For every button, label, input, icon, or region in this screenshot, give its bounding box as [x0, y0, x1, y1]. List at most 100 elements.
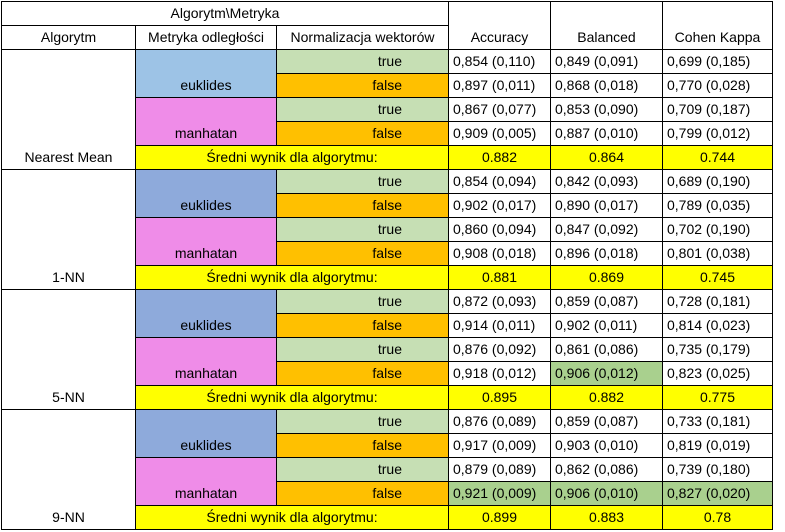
results-table: Algorytm\Metryka Accuracy Balanced Cohen…	[1, 1, 773, 530]
normalization-cell: false	[276, 361, 449, 386]
value-cell-bal: 0,853 (0,090)	[550, 97, 663, 122]
normalization-cell: false	[276, 433, 449, 458]
metric-name-cell: manhatan	[135, 337, 277, 386]
value-cell-bal: 0,906 (0,012)	[550, 361, 663, 386]
average-label-cell: Średni wynik dla algorytmu:	[135, 385, 449, 410]
value-cell-acc: 0,867 (0,077)	[448, 97, 551, 122]
algorithm-name-cell: Nearest Mean	[1, 49, 136, 170]
value-cell-bal: 0,859 (0,087)	[550, 289, 663, 314]
metric-name-cell: manhatan	[135, 457, 277, 506]
value-cell-bal: 0,906 (0,010)	[550, 481, 663, 506]
normalization-cell: false	[276, 241, 449, 266]
value-cell-acc: 0,914 (0,011)	[448, 313, 551, 338]
value-cell-bal: 0,887 (0,010)	[550, 121, 663, 146]
header-metric: Metryka odległości	[135, 25, 277, 50]
results-table-body: Algorytm\Metryka Accuracy Balanced Cohen…	[1, 1, 773, 530]
normalization-cell: true	[276, 337, 449, 362]
average-value-kap: 0.775	[662, 385, 773, 410]
normalization-cell: true	[276, 217, 449, 242]
value-cell-bal: 0,862 (0,086)	[550, 457, 663, 482]
header-normalization: Normalizacja wektorów	[276, 25, 449, 50]
value-cell-acc: 0,860 (0,094)	[448, 217, 551, 242]
algorithm-name-cell: 1-NN	[1, 169, 136, 290]
average-value-acc: 0.881	[448, 265, 551, 290]
value-cell-kap: 0,823 (0,025)	[662, 361, 773, 386]
value-cell-acc: 0,876 (0,089)	[448, 409, 551, 434]
value-cell-acc: 0,921 (0,009)	[448, 481, 551, 506]
normalization-cell: true	[276, 97, 449, 122]
average-label-cell: Średni wynik dla algorytmu:	[135, 265, 449, 290]
normalization-cell: false	[276, 313, 449, 338]
value-cell-bal: 0,859 (0,087)	[550, 409, 663, 434]
average-value-acc: 0.899	[448, 505, 551, 530]
normalization-cell: false	[276, 121, 449, 146]
header-row-1: Algorytm\Metryka Accuracy Balanced Cohen…	[1, 1, 773, 50]
average-value-kap: 0.745	[662, 265, 773, 290]
value-cell-acc: 0,879 (0,089)	[448, 457, 551, 482]
value-cell-kap: 0,814 (0,023)	[662, 313, 773, 338]
average-value-acc: 0.895	[448, 385, 551, 410]
value-cell-kap: 0,728 (0,181)	[662, 289, 773, 314]
value-cell-kap: 0,819 (0,019)	[662, 433, 773, 458]
value-cell-kap: 0,770 (0,028)	[662, 73, 773, 98]
normalization-cell: true	[276, 289, 449, 314]
average-label-cell: Średni wynik dla algorytmu:	[135, 145, 449, 170]
value-cell-kap: 0,699 (0,185)	[662, 49, 773, 74]
value-cell-kap: 0,789 (0,035)	[662, 193, 773, 218]
metric-name-cell: euklides	[135, 409, 277, 458]
value-cell-acc: 0,917 (0,009)	[448, 433, 551, 458]
value-cell-bal: 0,890 (0,017)	[550, 193, 663, 218]
algorithm-name-cell: 5-NN	[1, 289, 136, 410]
value-cell-kap: 0,801 (0,038)	[662, 241, 773, 266]
header-accuracy: Accuracy	[448, 1, 551, 50]
average-value-kap: 0.78	[662, 505, 773, 530]
average-value-bal: 0.864	[550, 145, 663, 170]
normalization-cell: false	[276, 193, 449, 218]
value-cell-kap: 0,739 (0,180)	[662, 457, 773, 482]
value-cell-acc: 0,902 (0,017)	[448, 193, 551, 218]
value-cell-bal: 0,902 (0,011)	[550, 313, 663, 338]
header-group-cell: Algorytm\Metryka	[1, 1, 449, 26]
value-cell-acc: 0,897 (0,011)	[448, 73, 551, 98]
normalization-cell: true	[276, 49, 449, 74]
header-algorithm: Algorytm	[1, 25, 136, 50]
value-cell-bal: 0,868 (0,018)	[550, 73, 663, 98]
value-cell-bal: 0,842 (0,093)	[550, 169, 663, 194]
value-cell-bal: 0,849 (0,091)	[550, 49, 663, 74]
normalization-cell: true	[276, 409, 449, 434]
value-cell-kap: 0,702 (0,190)	[662, 217, 773, 242]
normalization-cell: false	[276, 73, 449, 98]
normalization-cell: true	[276, 457, 449, 482]
metric-name-cell: euklides	[135, 49, 277, 98]
metric-name-cell: euklides	[135, 169, 277, 218]
value-cell-kap: 0,827 (0,020)	[662, 481, 773, 506]
value-cell-kap: 0,689 (0,190)	[662, 169, 773, 194]
average-label-cell: Średni wynik dla algorytmu:	[135, 505, 449, 530]
average-value-bal: 0.882	[550, 385, 663, 410]
normalization-cell: true	[276, 169, 449, 194]
value-cell-kap: 0,735 (0,179)	[662, 337, 773, 362]
header-cohen-kappa: Cohen Kappa	[662, 1, 773, 50]
value-cell-bal: 0,861 (0,086)	[550, 337, 663, 362]
value-cell-acc: 0,918 (0,012)	[448, 361, 551, 386]
metric-name-cell: euklides	[135, 289, 277, 338]
value-cell-kap: 0,733 (0,181)	[662, 409, 773, 434]
average-value-bal: 0.869	[550, 265, 663, 290]
metric-name-cell: manhatan	[135, 217, 277, 266]
